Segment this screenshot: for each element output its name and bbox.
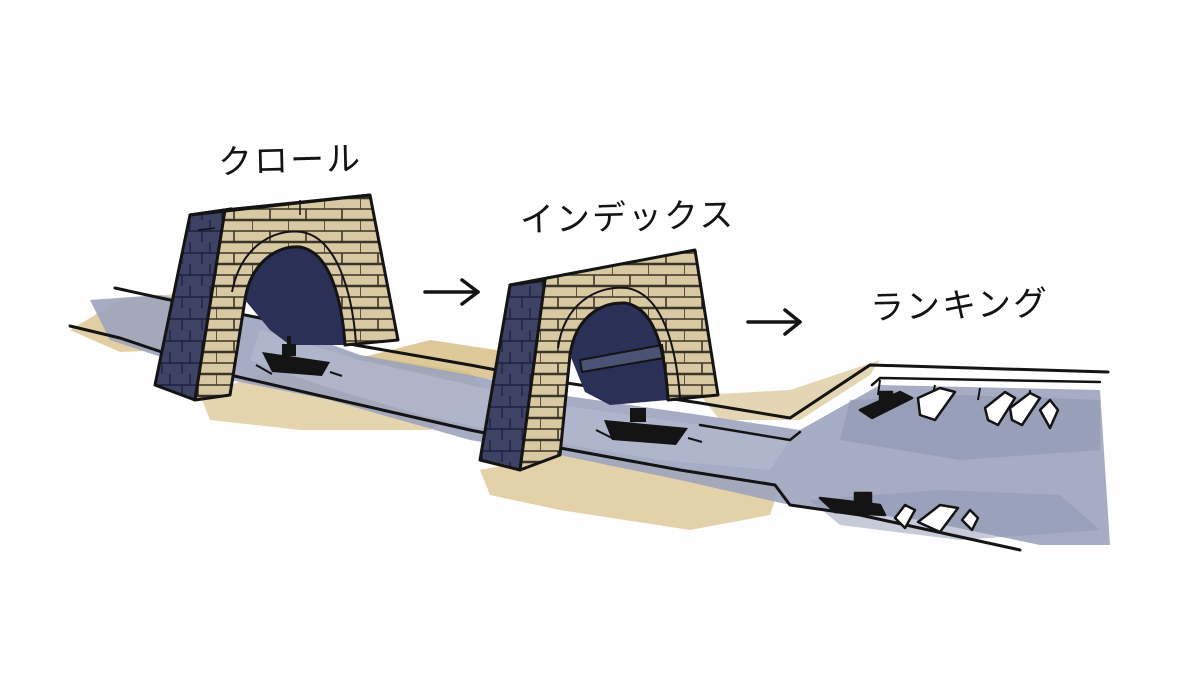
flow-arrows — [423, 278, 802, 336]
stage-label-ranking: ランキング — [869, 283, 1050, 329]
crawl-arch — [153, 193, 400, 402]
stage-label-crawl: クロール — [217, 139, 363, 183]
ranked-boat — [818, 491, 887, 517]
ranking-marina — [818, 379, 1060, 534]
ranked-boat — [960, 508, 980, 532]
ranked-boat — [1038, 398, 1060, 430]
ranked-boat — [983, 390, 1017, 427]
index-arch — [478, 248, 720, 472]
index-boat — [595, 408, 703, 445]
ranked-boat — [916, 503, 960, 534]
ranked-boat — [1008, 391, 1042, 427]
arrow-crawl-to-index — [423, 278, 480, 306]
arrow-index-to-ranking — [746, 308, 802, 336]
ranked-boat — [858, 390, 914, 420]
ranked-boat — [893, 503, 917, 530]
ranked-boat — [916, 386, 957, 422]
stage-label-index: インデックス — [519, 195, 736, 241]
crawl-boat — [255, 336, 343, 377]
